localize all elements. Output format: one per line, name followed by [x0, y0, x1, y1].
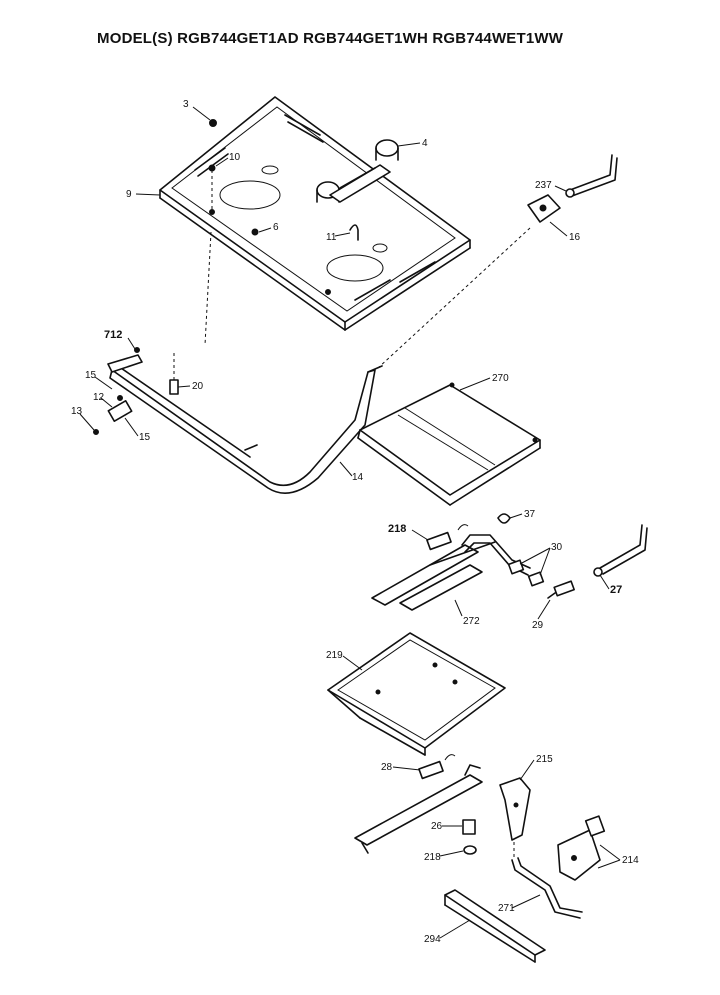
callout-270: 270 [492, 373, 509, 384]
part-9-top-frame [159, 96, 471, 331]
callout-29: 29 [532, 620, 544, 631]
part-37-clip [497, 513, 511, 524]
callout-20: 20 [192, 381, 204, 392]
part-12-orifice [107, 395, 133, 422]
part-3-screw [209, 119, 217, 127]
part-28-electrode [418, 754, 456, 780]
part-712-bracket [107, 347, 143, 373]
callout-30: 30 [551, 542, 563, 553]
callout-10: 10 [229, 152, 241, 163]
callout-13: 13 [71, 406, 83, 417]
callout-labels: 3 4 10 9 6 11 237 16 712 15 20 12 13 15 … [71, 99, 639, 945]
callout-4: 4 [422, 138, 428, 149]
part-271-tube [511, 842, 583, 919]
callout-3: 3 [183, 99, 189, 110]
part-10-screw [208, 164, 216, 212]
callout-15b: 15 [139, 432, 151, 443]
callout-14: 14 [352, 472, 364, 483]
diagram-title: MODEL(S) RGB744GET1AD RGB744GET1WH RGB74… [97, 30, 564, 47]
part-219-tray [327, 632, 506, 756]
part-26-orifice [462, 819, 476, 835]
part-215-bracket [499, 777, 531, 841]
part-214-valve [557, 815, 606, 881]
part-294-rail [444, 889, 546, 963]
part-218-nut [463, 845, 477, 855]
callout-26: 26 [431, 821, 443, 832]
callout-219: 219 [326, 650, 343, 661]
callout-271: 271 [498, 903, 515, 914]
callout-9: 9 [126, 189, 132, 200]
callout-16: 16 [569, 232, 581, 243]
callout-294: 294 [424, 934, 441, 945]
part-20-spud [169, 350, 179, 395]
part-11-clip [349, 224, 359, 241]
part-16-bracket [527, 194, 561, 223]
part-27-tube [593, 524, 648, 577]
part-29-orifice [547, 580, 575, 599]
callout-15a: 15 [85, 370, 97, 381]
callout-218a: 218 [388, 523, 406, 535]
callout-6: 6 [273, 222, 279, 233]
callout-214: 214 [622, 855, 639, 866]
part-13-screw [93, 429, 99, 435]
callout-712: 712 [104, 329, 122, 341]
callout-272: 272 [463, 616, 480, 627]
callout-28: 28 [381, 762, 393, 773]
part-14-burner [109, 365, 383, 494]
callout-leaders [79, 106, 621, 939]
callout-11: 11 [326, 232, 337, 243]
callout-12: 12 [93, 392, 105, 403]
callout-37: 37 [524, 509, 536, 520]
callout-215: 215 [536, 754, 553, 765]
part-237-tube [565, 154, 618, 198]
part-272-burner-tube [371, 534, 531, 611]
part-270-shield [357, 382, 541, 506]
part-bake-burner [354, 764, 483, 854]
part-6-screw [251, 228, 259, 236]
callout-237: 237 [535, 180, 552, 191]
part-30-fittings [507, 559, 545, 587]
callout-27: 27 [610, 584, 622, 596]
callout-218b: 218 [424, 852, 441, 863]
part-218-spark-electrode [426, 524, 469, 551]
part-4-valve-assembly [316, 139, 399, 203]
